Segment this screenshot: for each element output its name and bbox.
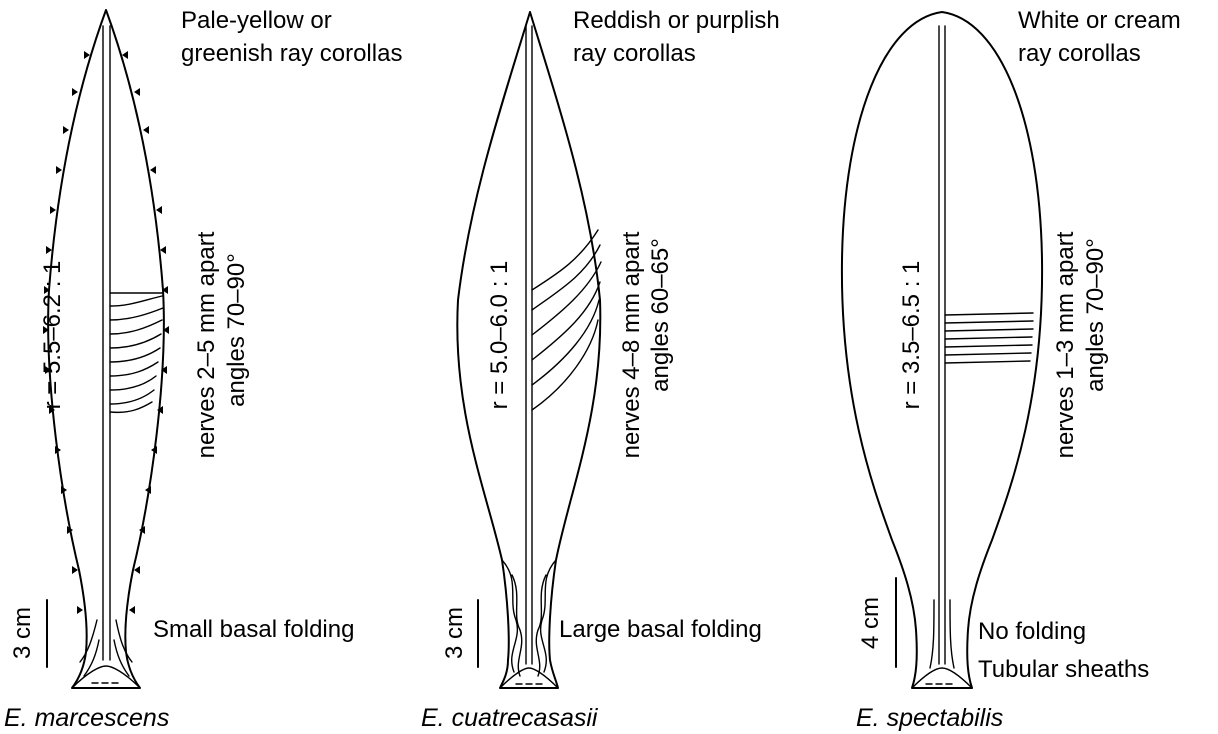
- basal-base-cuatrecasasii: [500, 668, 558, 688]
- sheath-left-spectabilis: [930, 600, 934, 668]
- leaf-outline-spectabilis: [842, 12, 1042, 688]
- nerves-label-spectabilis: nerves 1–3 mm apart: [1052, 231, 1079, 458]
- species-marcescens: E. marcescens: [4, 704, 169, 732]
- corolla-line2-marcescens: greenish ray corollas: [181, 40, 402, 67]
- sheath-label-spectabilis: Tubular sheaths: [978, 656, 1149, 683]
- corolla-line1-spectabilis: White or cream: [1018, 7, 1181, 34]
- nerves-label-cuatrecasasii: nerves 4–8 mm apart: [618, 231, 645, 458]
- leaf-outline-cuatrecasasii: [457, 12, 600, 688]
- sheath-right-spectabilis: [950, 600, 954, 668]
- corolla-line2-cuatrecasasii: ray corollas: [573, 40, 696, 67]
- folding-label-cuatrecasasii: Large basal folding: [559, 616, 762, 643]
- corolla-line2-spectabilis: ray corollas: [1018, 40, 1141, 67]
- folding-label-marcescens: Small basal folding: [153, 616, 354, 643]
- angles-label-cuatrecasasii: angles 60–65°: [647, 238, 674, 392]
- folding-label-spectabilis: No folding: [978, 618, 1086, 645]
- angles-label-spectabilis: angles 70–90°: [1082, 238, 1109, 392]
- leaf-spectabilis: [842, 12, 1042, 688]
- scale-label-spectabilis: 4 cm: [857, 597, 884, 649]
- ratio-label-marcescens: r = 5.5–6.2 : 1: [39, 261, 66, 410]
- corolla-line1-marcescens: Pale-yellow or: [181, 7, 332, 34]
- scale-label-cuatrecasasii: 3 cm: [441, 607, 468, 659]
- scale-label-marcescens: 3 cm: [9, 607, 36, 659]
- nerves-spectabilis: [945, 313, 1033, 363]
- angles-label-marcescens: angles 70–90°: [223, 253, 250, 407]
- leaf-cuatrecasasii: [457, 12, 601, 688]
- ratio-label-cuatrecasasii: r = 5.0–6.0 : 1: [486, 261, 513, 410]
- ratio-label-spectabilis: r = 3.5–6.5 : 1: [898, 261, 925, 410]
- nerves-cuatrecasasii: [532, 230, 601, 410]
- midrib-cuatrecasasii: [526, 26, 532, 664]
- species-cuatrecasasii: E. cuatrecasasii: [421, 704, 599, 732]
- basal-base-spectabilis: [912, 668, 972, 688]
- corolla-line1-cuatrecasasii: Reddish or purplish: [573, 7, 780, 34]
- nerves-label-marcescens: nerves 2–5 mm apart: [193, 231, 220, 458]
- nerves-marcescens: [110, 293, 163, 412]
- species-spectabilis: E. spectabilis: [856, 704, 1003, 732]
- midrib-marcescens: [103, 26, 110, 660]
- midrib-spectabilis: [939, 26, 945, 664]
